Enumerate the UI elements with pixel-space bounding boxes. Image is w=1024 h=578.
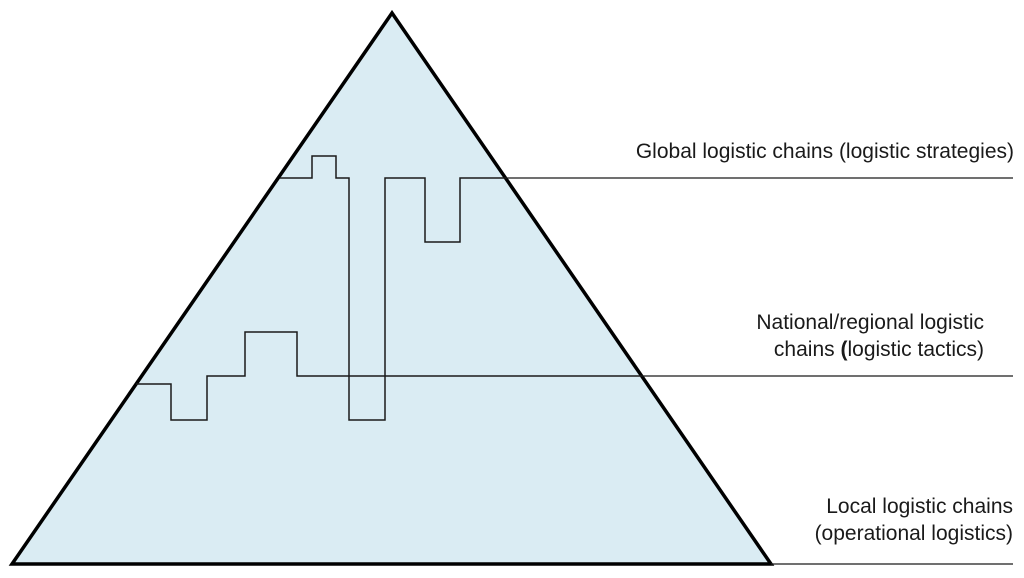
local-label-line2: (operational logistics) — [814, 522, 1013, 545]
local-label-line1: Local logistic chains — [826, 495, 1013, 518]
pyramid — [8, 9, 775, 566]
left-step-path — [136, 155, 386, 421]
national-label-line2-paren: ( — [840, 338, 848, 361]
global-label-line1: Global logistic chains (logistic strateg… — [635, 140, 1014, 163]
national-label-line2-rest: logistic tactics) — [847, 338, 984, 361]
right-step-path — [384, 177, 641, 377]
national-label-line2: chains (logistic tactics) — [756, 336, 984, 363]
global-level-label: Global logistic chains (logistic strateg… — [636, 138, 1014, 165]
local-level-label: Local logistic chains (operational logis… — [815, 493, 1013, 547]
national-level-label: National/regional logistic chains (logis… — [756, 309, 984, 363]
national-label-line1: National/regional logistic — [756, 311, 984, 334]
national-label-line2-prefix: chains — [773, 338, 841, 361]
